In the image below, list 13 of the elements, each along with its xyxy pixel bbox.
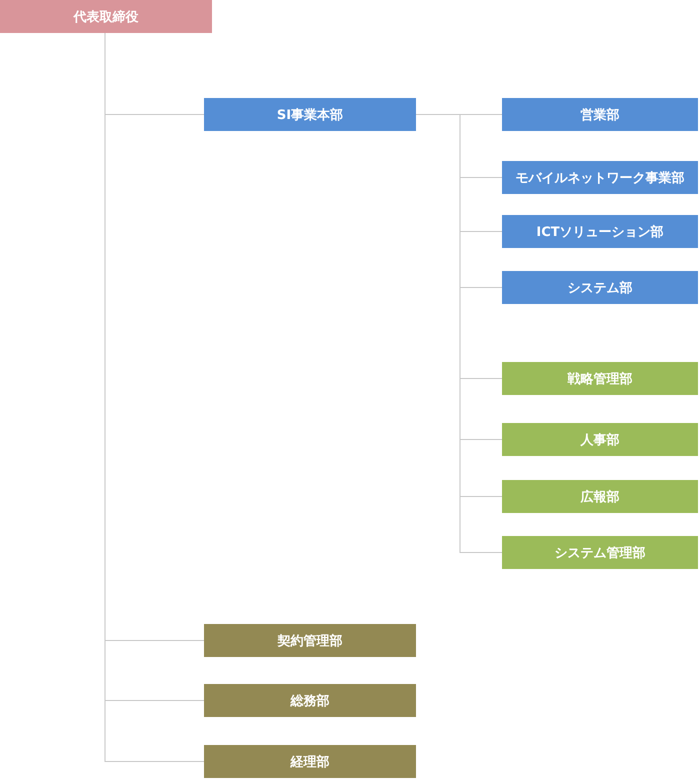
- department-box: 広報部: [502, 480, 698, 513]
- department-box: 契約管理部: [204, 624, 416, 657]
- executive-box: 代表取締役: [0, 0, 212, 33]
- division-box: SI事業本部: [204, 98, 416, 131]
- department-box: 人事部: [502, 423, 698, 456]
- department-box: ICTソリューション部: [502, 215, 698, 248]
- department-box: モバイルネットワーク事業部: [502, 161, 698, 194]
- department-box: 営業部: [502, 98, 698, 131]
- department-box: 経理部: [204, 745, 416, 778]
- department-box: システム管理部: [502, 536, 698, 569]
- department-box: システム部: [502, 271, 698, 304]
- department-box: 総務部: [204, 684, 416, 717]
- department-box: 戦略管理部: [502, 362, 698, 395]
